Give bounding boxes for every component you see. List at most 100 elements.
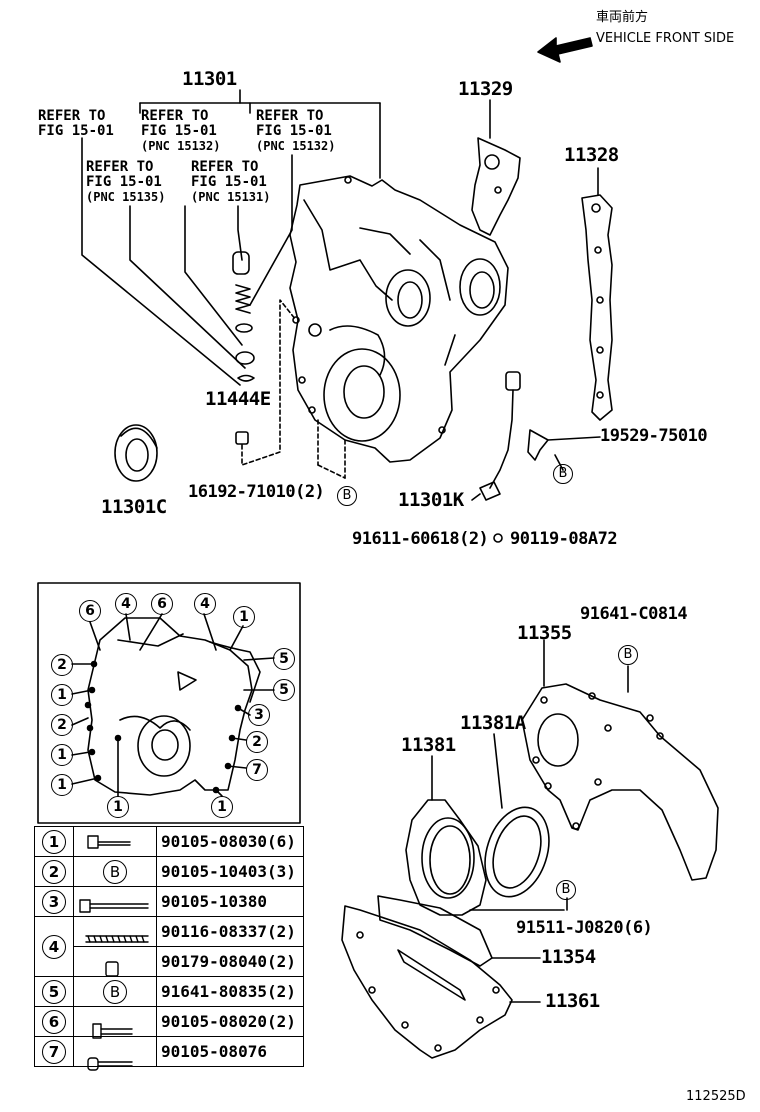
table-row: 90179-08040(2) (35, 946, 304, 977)
bolt-icon (73, 826, 157, 857)
bolt-icon (73, 1036, 157, 1067)
part-number: 90179-08040(2) (156, 946, 304, 977)
refer-line2: FIG 15-01 (141, 123, 217, 139)
marker-b: B (337, 486, 357, 506)
table-row: 3 90105-10380 (34, 886, 304, 917)
callout-number: 5 (273, 648, 295, 670)
callout-number: 6 (79, 600, 101, 622)
marker-b: B (103, 859, 127, 884)
callout-number: 3 (248, 704, 270, 726)
gasket-11328-shape (581, 194, 613, 421)
table-row: 6 90105-08020(2) (34, 1006, 304, 1037)
refer-line2: FIG 15-01 (191, 174, 267, 190)
callout-number: 1 (51, 774, 73, 796)
figure-code: 112525D (686, 1089, 746, 1104)
plunger-shape (232, 251, 250, 275)
key-number: 6 (42, 1009, 66, 1034)
oil-seal-11381a-shape (484, 806, 550, 898)
plate-11355-shape (521, 683, 719, 881)
spring-shape (235, 284, 251, 314)
flange-bolt-icon (73, 1006, 157, 1037)
part-label-16192: 16192-71010(2) (188, 482, 325, 502)
gasket-11329-shape (471, 137, 521, 236)
refer-line1: REFER TO (141, 108, 209, 124)
refer-line3: (PNC 15132) (256, 139, 336, 153)
part-label-11328: 11328 (564, 144, 619, 166)
bolt-table: 1 90105-08030(6) 2 B 90105-10403(3) 3 90… (34, 826, 304, 1067)
key-number: 4 (42, 934, 66, 959)
callout-number: 1 (51, 684, 73, 706)
part-label-19529: 19529-75010 (600, 426, 708, 446)
key-number: 7 (42, 1039, 66, 1064)
refer-block-2: REFER TO FIG 15-01 (PNC 15132) (141, 109, 220, 154)
part-number: 90105-08020(2) (156, 1006, 304, 1037)
front-arrow-icon (537, 37, 593, 63)
refer-block-1: REFER TO FIG 15-01 (38, 109, 114, 139)
callout-number: 1 (211, 796, 233, 818)
marker-b: B (103, 979, 127, 1004)
callout-number: 7 (246, 759, 268, 781)
key-number: 5 (42, 979, 66, 1004)
table-row: 7 90105-08076 (34, 1036, 304, 1067)
marker-b: B (556, 880, 576, 900)
key-number: 2 (42, 859, 66, 884)
table-row: 1 90105-08030(6) (34, 826, 304, 857)
part-number: 91641-80835(2) (156, 976, 304, 1007)
refer-line2: FIG 15-01 (256, 123, 332, 139)
refer-line3: (PNC 15131) (191, 190, 271, 204)
long-bolt-icon (73, 886, 157, 917)
refer-block-4: REFER TO FIG 15-01 (PNC 15135) (86, 160, 165, 205)
marker-b: B (618, 645, 638, 665)
part-number: 90105-08030(6) (156, 826, 304, 857)
table-row: 2 B 90105-10403(3) (34, 856, 304, 887)
callout-number: 2 (246, 731, 268, 753)
part-label-11381a: 11381A (460, 712, 526, 734)
part-number: 90105-10380 (156, 886, 304, 917)
detail-frame (37, 582, 301, 824)
part-label-91611: 91611-60618(2) (352, 529, 489, 549)
gasket-11354-shape (377, 895, 493, 967)
vehicle-front-note-en: VEHICLE FRONT SIDE (596, 31, 735, 46)
sensor-connector-shape (505, 371, 521, 391)
refer-line2: FIG 15-01 (86, 174, 162, 190)
part-label-11381: 11381 (401, 734, 456, 756)
part-label-11301: 11301 (182, 68, 237, 90)
refer-line3: (PNC 15135) (86, 190, 166, 204)
retainer-11381-shape (405, 799, 487, 916)
part-number: 90105-10403(3) (156, 856, 304, 887)
timing-cover-shape (289, 175, 509, 463)
part-label-11361: 11361 (545, 990, 600, 1012)
refer-block-3: REFER TO FIG 15-01 (PNC 15132) (256, 109, 335, 154)
cover-11361-shape (341, 905, 513, 1059)
callout-number: 4 (194, 593, 216, 615)
part-label-11301k: 11301K (398, 489, 464, 511)
part-label-11444e: 11444E (205, 388, 271, 410)
vehicle-front-note-jp: 車両前方 (596, 10, 649, 25)
part-label-91511: 91511-J0820(6) (516, 918, 653, 938)
key-number: 3 (42, 889, 66, 914)
part-label-11301c: 11301C (101, 496, 167, 518)
refer-line1: REFER TO (86, 159, 154, 175)
part-number: 90105-08076 (156, 1036, 304, 1067)
callout-number: 5 (273, 679, 295, 701)
nut-icon (73, 946, 157, 977)
part-label-11329: 11329 (458, 78, 513, 100)
key-number: 1 (42, 829, 66, 854)
part-label-90119: 90119-08A72 (510, 529, 618, 549)
table-row: 5 B 91641-80835(2) (34, 976, 304, 1007)
stud-icon (73, 916, 157, 947)
part-label-91641-c0814: 91641-C0814 (580, 604, 688, 624)
oil-seal-shape (114, 424, 158, 482)
callout-number: 4 (115, 593, 137, 615)
refer-line2: FIG 15-01 (38, 123, 114, 139)
part-label-11355: 11355 (517, 622, 572, 644)
callout-number: 1 (233, 606, 255, 628)
cover-outline-detail (87, 617, 253, 796)
refer-line1: REFER TO (256, 108, 324, 124)
marker-b: B (553, 464, 573, 484)
table-row: 4 90116-08337(2) (34, 916, 304, 977)
refer-line3: (PNC 15132) (141, 139, 221, 153)
callout-number: 2 (51, 654, 73, 676)
part-number: 90116-08337(2) (156, 916, 304, 947)
refer-line1: REFER TO (191, 159, 259, 175)
